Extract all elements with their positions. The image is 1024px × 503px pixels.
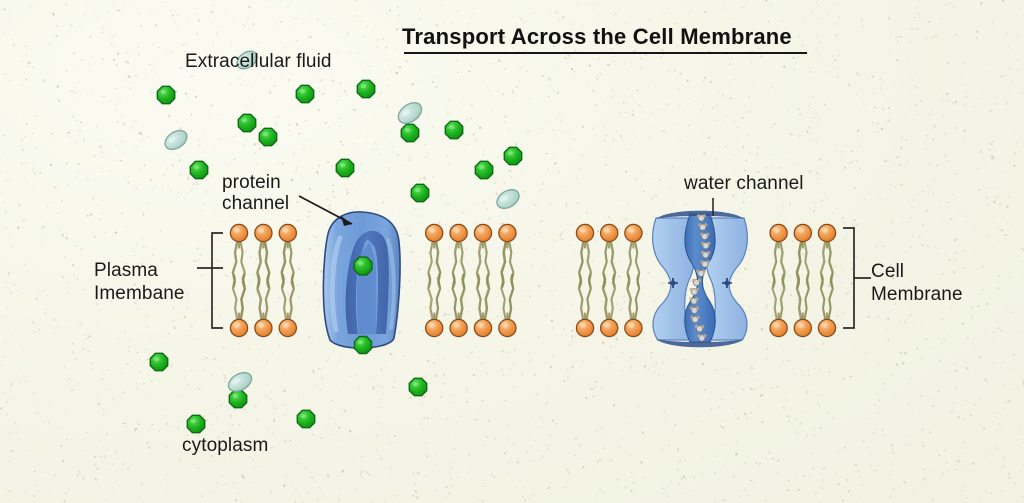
protein-channel-leader-arrow	[341, 216, 352, 226]
label-plasma-membrane-line2: Imembane	[94, 283, 185, 304]
label-protein-channel-line1: protein	[222, 172, 281, 193]
plasma-membrane-bracket	[211, 232, 223, 329]
label-water-channel: water channel	[684, 173, 804, 194]
annotation-lines	[197, 195, 871, 329]
label-extracellular-fluid: Extracellular fluid	[185, 51, 332, 72]
label-plasma-membrane-line1: Plasma	[94, 260, 158, 281]
page-title: Transport Across the Cell Membrane	[402, 24, 792, 49]
protein-channel-shape	[322, 211, 401, 355]
cell-membrane-bracket	[843, 227, 855, 329]
right-membrane-bilayer	[575, 223, 837, 338]
left-membrane-bilayer	[229, 223, 517, 338]
label-protein-channel-line2: channel	[222, 193, 290, 214]
water-channel-shape	[652, 210, 748, 348]
title-underline	[404, 52, 807, 54]
label-cell-membrane-line2: Membrane	[871, 284, 963, 305]
label-cytoplasm: cytoplasm	[182, 435, 269, 456]
free-molecules-layer	[149, 50, 523, 434]
label-cell-membrane-line1: Cell	[871, 261, 905, 282]
